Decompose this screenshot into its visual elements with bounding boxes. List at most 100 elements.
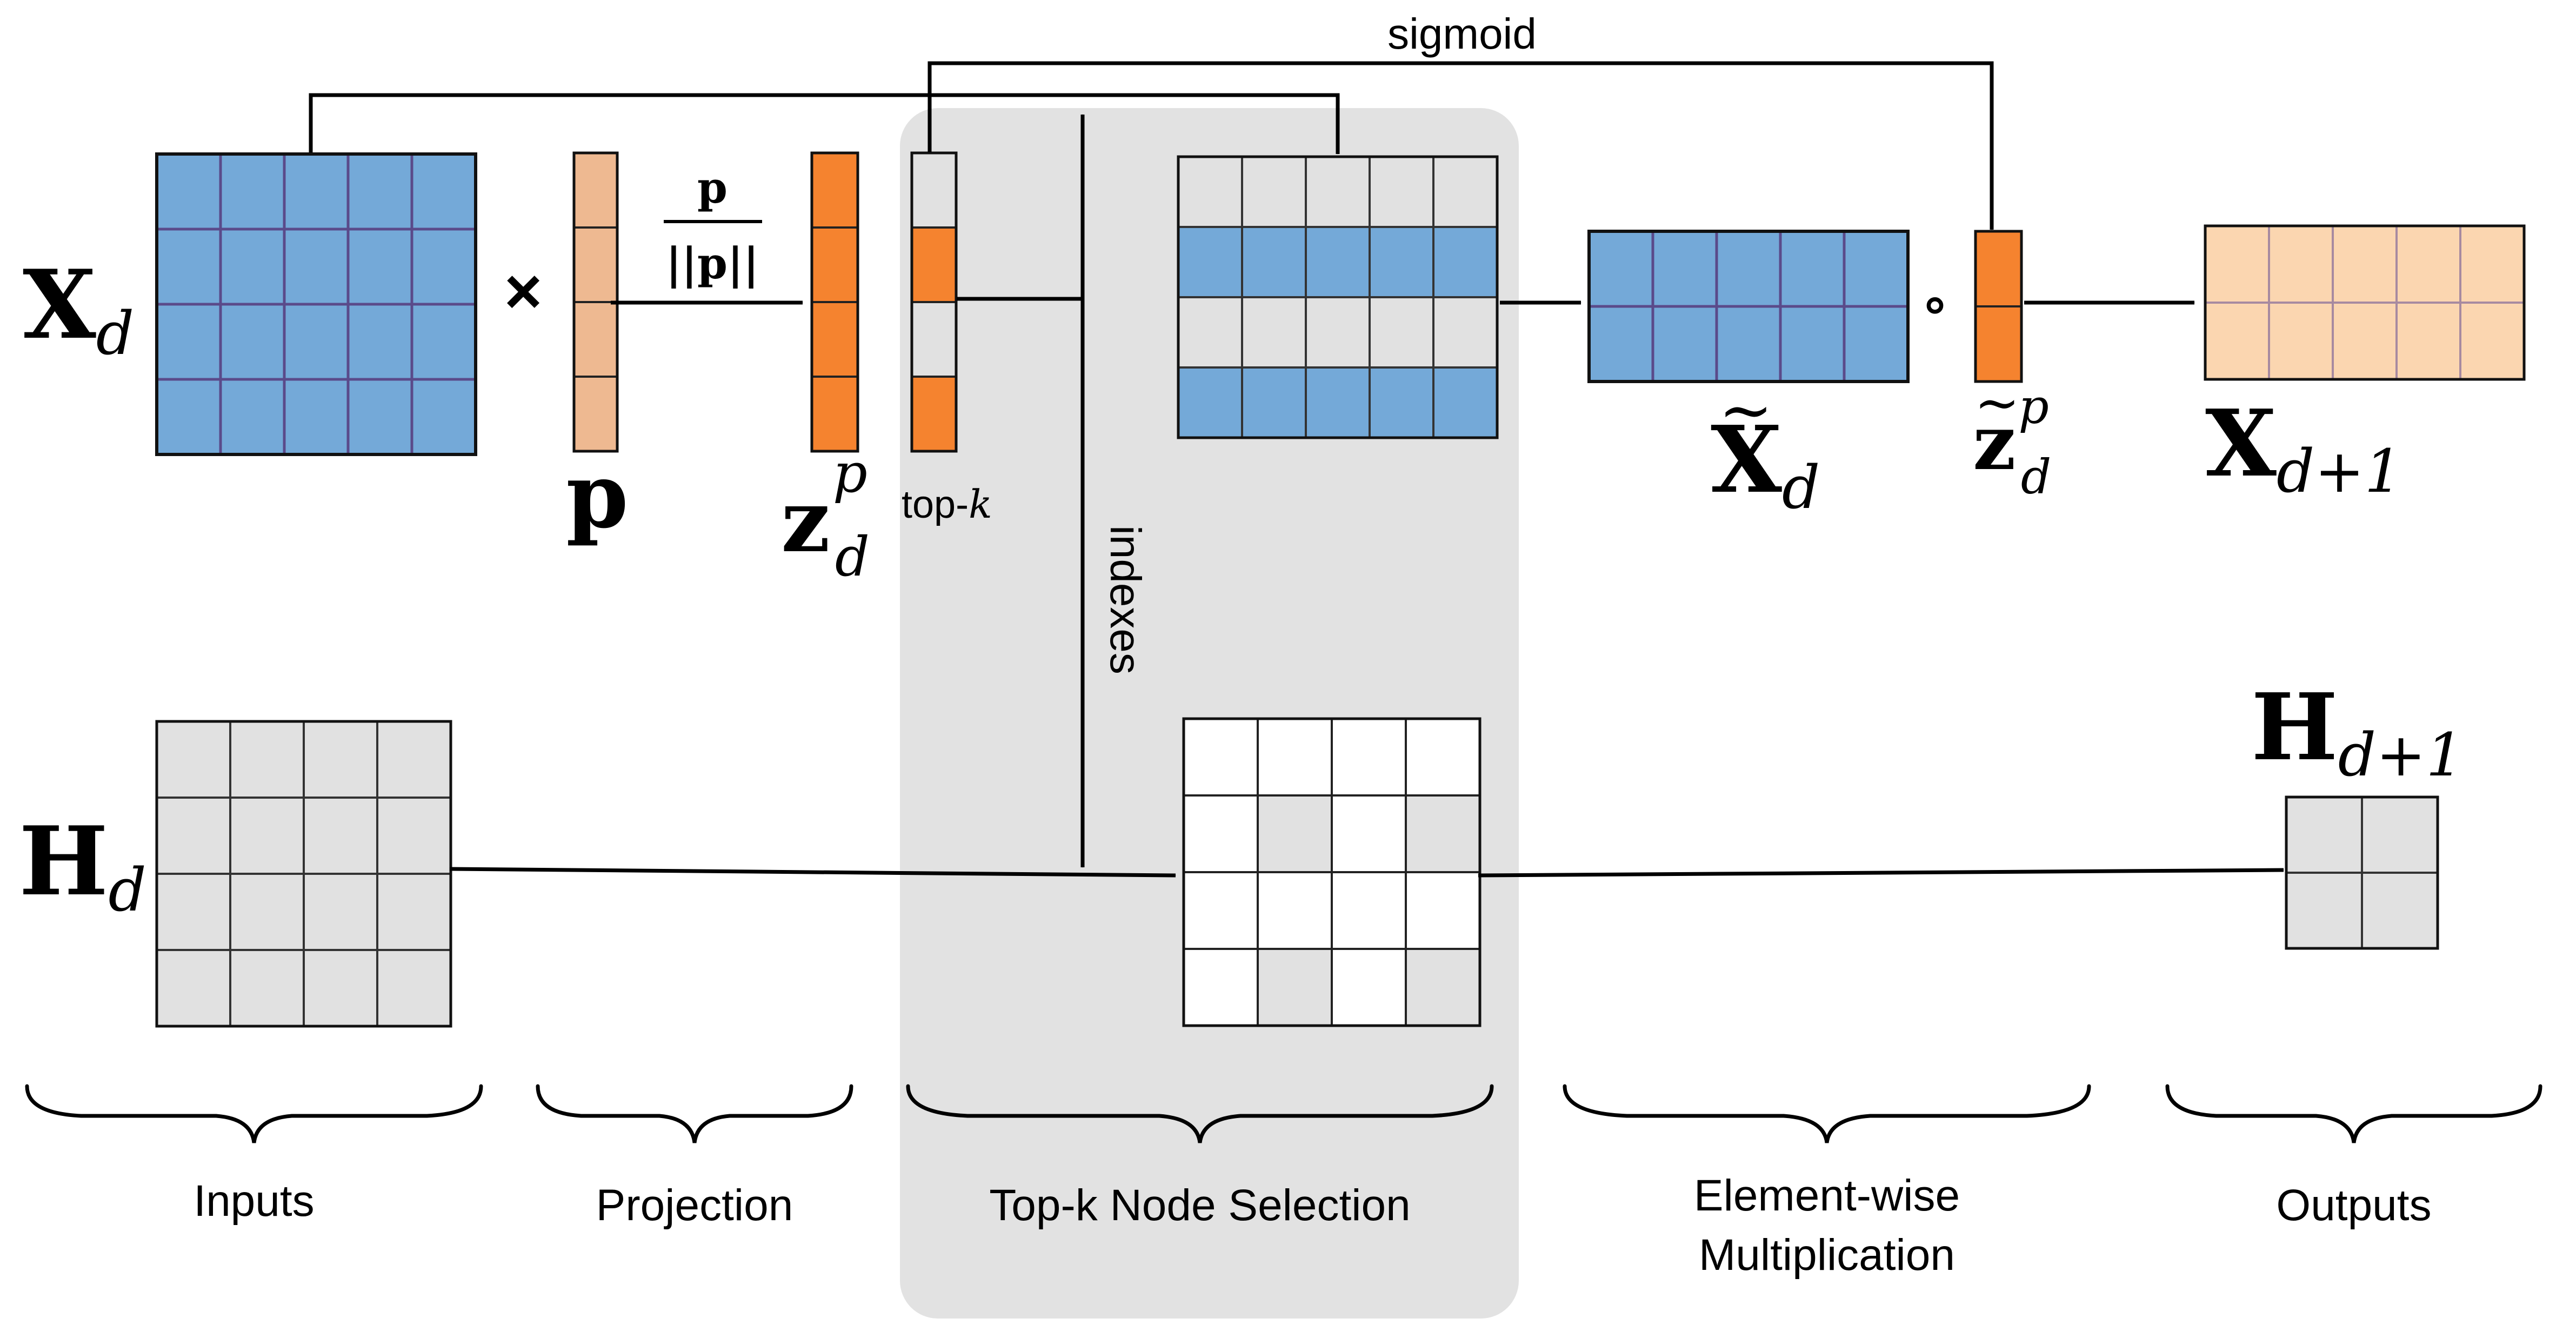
h-d-matrix-cell	[376, 949, 452, 1027]
h-d-matrix-cell	[303, 873, 378, 951]
h-selected-matrix-cell	[1331, 718, 1407, 797]
h-d-matrix-cell	[156, 873, 231, 951]
selected-rows-matrix-cell	[1369, 156, 1434, 228]
inputs-brace	[25, 1084, 483, 1143]
h-d-matrix-cell	[303, 797, 378, 875]
x-d-matrix-cell	[410, 303, 477, 381]
x-tilde-accent: ~	[1719, 373, 1773, 448]
elementwise-brace	[1563, 1084, 2091, 1143]
x-d-plus-1-matrix-cell	[2459, 302, 2525, 380]
h-d-matrix-cell	[156, 797, 231, 875]
projection-brace	[536, 1084, 853, 1143]
x-d-sub: d	[96, 299, 134, 368]
h-selected-matrix-cell	[1331, 948, 1407, 1027]
circ-operator: ∘	[1920, 269, 1950, 338]
x-d-matrix-cell	[219, 227, 286, 306]
h-d-matrix-border	[155, 720, 452, 1028]
x-tilde-matrix-cell	[1779, 230, 1846, 308]
h-d-plus-1-matrix-cell	[2361, 872, 2439, 949]
selected-rows-matrix-cell	[1305, 366, 1371, 439]
x-d-plus-1-matrix-cell	[2395, 225, 2461, 304]
x-d-matrix-cell	[346, 378, 413, 456]
x-d-plus-1-sub: d+1	[2277, 437, 2403, 506]
projection-numerator: p	[697, 162, 728, 213]
topk-label-prefix: top-	[902, 483, 969, 526]
x-d-matrix-cell	[410, 152, 477, 231]
x-d-base: X	[23, 250, 96, 360]
x-d-matrix-cell	[283, 303, 350, 381]
selected-rows-matrix-cell	[1369, 296, 1434, 369]
h-d-plus-1-matrix	[2285, 795, 2439, 950]
stage-label-projection: Projection	[596, 1181, 793, 1230]
selected-rows-matrix-cell	[1432, 296, 1498, 369]
h-selected-matrix-cell	[1183, 948, 1259, 1027]
x-d-plus-1-matrix-cell	[2459, 225, 2525, 304]
z-tilde-accent: ~	[1974, 371, 2020, 434]
h-selected-matrix	[1182, 717, 1481, 1027]
stage-label-outputs: Outputs	[2276, 1181, 2431, 1230]
p-vector-cell	[573, 301, 618, 378]
stage-label-inputs: Inputs	[193, 1176, 314, 1226]
outputs-brace	[2165, 1084, 2542, 1143]
h-d-matrix-cell	[376, 797, 452, 875]
selected-rows-matrix-cell	[1305, 226, 1371, 298]
h-selected-matrix-cell	[1405, 794, 1481, 873]
topk-vector-cell	[911, 301, 957, 378]
selected-rows-matrix-cell	[1241, 226, 1307, 298]
selected-rows-matrix	[1177, 155, 1499, 439]
h-d-sub: d	[108, 855, 146, 925]
z-base: z	[781, 470, 830, 572]
h-d-matrix-cell	[229, 797, 305, 875]
selected-rows-matrix-cell	[1177, 366, 1243, 439]
x-tilde-matrix-cell	[1843, 305, 1910, 383]
x-d-matrix-cell	[346, 303, 413, 381]
x-tilde-matrix-cell	[1651, 230, 1718, 308]
h-d-matrix	[155, 720, 452, 1028]
z-d-p-vector-cell	[811, 301, 859, 378]
selected-rows-matrix-cell	[1241, 296, 1307, 369]
x-d-matrix-cell	[155, 378, 222, 456]
topk-label-var: k	[969, 481, 992, 527]
topk-vector-cell	[911, 376, 957, 452]
x-d-matrix-cell	[283, 227, 350, 306]
z-d-p-vector	[810, 151, 859, 453]
x-d-plus-1-base: X	[2205, 390, 2277, 498]
z-tilde-vector-border	[1974, 230, 2023, 383]
h-d-matrix-cell	[229, 720, 305, 799]
p-vector-cell	[573, 152, 618, 229]
x-tilde-matrix-cell	[1587, 230, 1654, 308]
stage-label-elementwise-2: Multiplication	[1699, 1230, 1955, 1280]
selected-rows-matrix-cell	[1432, 366, 1498, 439]
z-sup: p	[833, 441, 867, 505]
h-selected-matrix-cell	[1405, 718, 1481, 797]
stage-label-topk: Top-k Node Selection	[989, 1181, 1410, 1230]
z-tilde-vector-cell	[1974, 230, 2023, 307]
z-tilde-sub: d	[2021, 449, 2051, 505]
sigmoid-label: sigmoid	[1387, 10, 1537, 58]
x-d-matrix-cell	[155, 303, 222, 381]
p-vector-cell	[573, 376, 618, 452]
x-tilde-matrix-border	[1587, 230, 1910, 383]
h-d-plus-1-matrix-cell	[2361, 796, 2439, 874]
topk-vector	[910, 151, 958, 453]
selected-rows-matrix-cell	[1305, 156, 1371, 228]
x-tilde-matrix-cell	[1587, 305, 1654, 383]
h-d-symbol: Hd	[19, 806, 146, 925]
topk-vector-cell	[911, 226, 957, 303]
x-d-matrix-border	[155, 152, 477, 456]
x-d-plus-1-matrix-cell	[2332, 302, 2398, 380]
h-selected-matrix-cell	[1405, 871, 1481, 950]
x-d-matrix-cell	[346, 152, 413, 231]
x-d-plus-1-matrix-cell	[2204, 225, 2270, 304]
z-d-p-vector-cell	[811, 226, 859, 303]
x-d-matrix	[155, 152, 477, 456]
h-selected-matrix-cell	[1331, 871, 1407, 950]
x-d-matrix-cell	[219, 152, 286, 231]
h-d-plus-1-symbol: Hd+1	[2251, 673, 2464, 789]
h-d-matrix-cell	[229, 873, 305, 951]
z-tilde-base: z	[1973, 399, 2016, 487]
x-d-matrix-cell	[283, 152, 350, 231]
z-d-p-vector-cell	[811, 152, 859, 229]
selected-rows-matrix-cell	[1241, 366, 1307, 439]
